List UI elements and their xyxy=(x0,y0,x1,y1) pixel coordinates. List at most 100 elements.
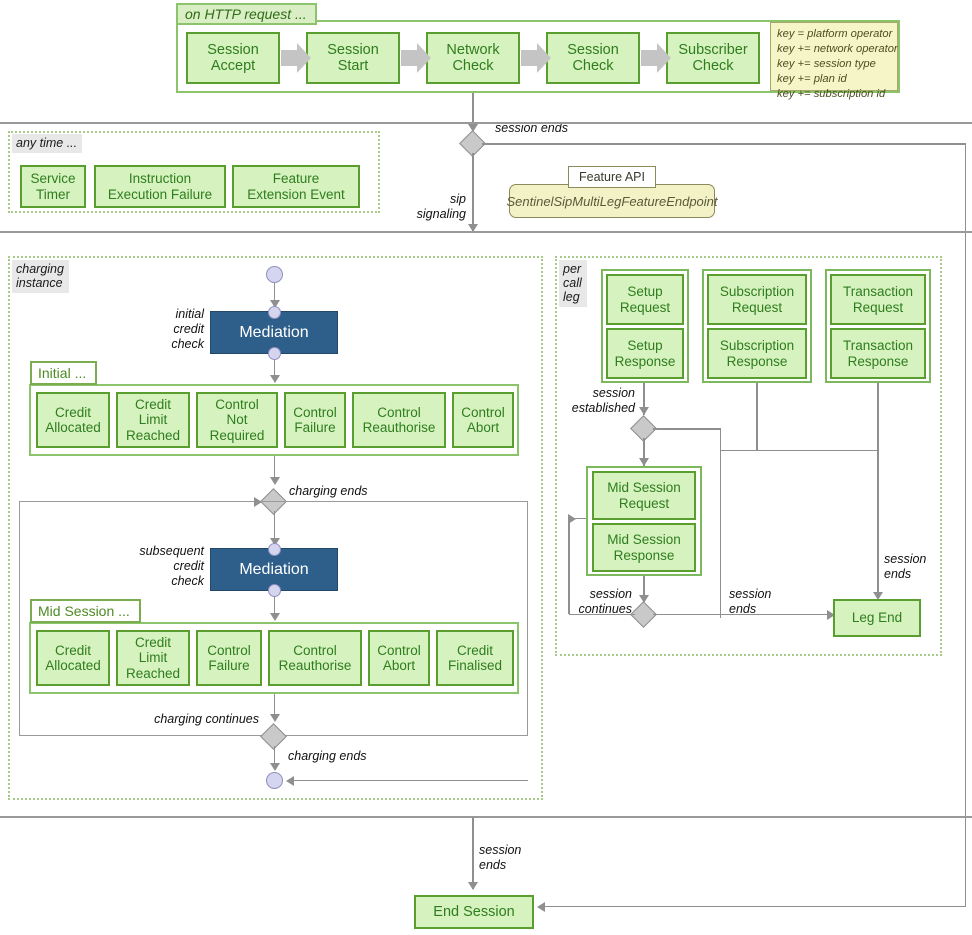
initial-control-failure[interactable]: Control Failure xyxy=(284,392,346,448)
flow-arrow-2 xyxy=(401,43,431,73)
callleg-mid-session-response[interactable]: Mid Session Response xyxy=(592,523,696,572)
edge-label-session-established: session established xyxy=(571,386,635,415)
connector-loop-return-h xyxy=(291,779,528,782)
callleg-leg-end[interactable]: Leg End xyxy=(833,599,921,637)
connector-midgroup-to-diamond xyxy=(273,694,276,720)
initial-credit-allocated[interactable]: Credit Allocated xyxy=(36,392,110,448)
connector-bottom-session-ends xyxy=(472,817,474,889)
arrowhead-bottom-session-ends xyxy=(468,882,478,890)
connector-diamond-to-midsession xyxy=(643,438,645,466)
callleg-mid-session-request[interactable]: Mid Session Request xyxy=(592,471,696,520)
mid-control-reauthorise[interactable]: Control Reauthorise xyxy=(268,630,362,686)
callleg-transaction-request[interactable]: Transaction Request xyxy=(830,274,926,325)
mediation-initial-out-pin xyxy=(268,347,281,360)
initial-control-not-required[interactable]: Control Not Required xyxy=(196,392,278,448)
arrowhead-mediation2-to-midgroup xyxy=(269,613,280,621)
charging-lane-label: charging instance xyxy=(12,260,69,293)
callleg-subscription-request[interactable]: Subscription Request xyxy=(707,274,807,325)
connector-subscription-down xyxy=(756,383,758,451)
key-note-line-5: key += subscription id xyxy=(777,87,886,100)
edge-label-session-ends-top: session ends xyxy=(495,121,568,135)
edge-label-session-continues: session continues xyxy=(578,587,632,616)
mid-credit-allocated[interactable]: Credit Allocated xyxy=(36,630,110,686)
anytime-lane-label-text: any time ... xyxy=(16,136,78,150)
step-session-check[interactable]: Session Check xyxy=(546,32,640,84)
arrowhead-start-to-mediation1 xyxy=(269,300,280,308)
mid-control-failure[interactable]: Control Failure xyxy=(196,630,262,686)
mediation-initial-in-pin xyxy=(268,306,281,319)
connector-start-to-mediation1 xyxy=(273,283,276,307)
divider-lane-2 xyxy=(0,231,972,233)
callleg-subscription-response[interactable]: Subscription Response xyxy=(707,328,807,379)
arrowhead-transaction-to-legend xyxy=(873,592,883,600)
connector-midsession-to-diamond xyxy=(643,576,645,602)
connector-continues-loop-v xyxy=(568,518,570,614)
mid-credit-finalised[interactable]: Credit Finalised xyxy=(436,630,514,686)
mediation-subsequent-in-pin xyxy=(268,543,281,556)
mediation-subsequent-out-pin xyxy=(268,584,281,597)
anytime-lane-frame xyxy=(8,131,380,213)
edge-label-charging-ends-bottom: charging ends xyxy=(288,749,367,763)
callleg-transaction-response[interactable]: Transaction Response xyxy=(830,328,926,379)
anytime-service-timer[interactable]: Service Timer xyxy=(20,165,86,208)
arrowhead-continues-to-legend xyxy=(827,609,835,620)
connector-established-right-v xyxy=(719,428,722,618)
end-session-box[interactable]: End Session xyxy=(414,895,534,929)
initial-control-abort[interactable]: Control Abort xyxy=(452,392,514,448)
edge-label-subsequent-credit-check: subsequent credit check xyxy=(139,544,204,588)
initial-credit-limit-reached[interactable]: Credit Limit Reached xyxy=(116,392,190,448)
arrowhead-midgroup-to-diamond xyxy=(269,714,280,722)
anytime-lane-label: any time ... xyxy=(12,134,83,153)
edge-label-sip-signaling: sip signaling xyxy=(416,192,466,221)
edge-label-charging-continues: charging continues xyxy=(154,712,259,726)
connector-continues-loop-h xyxy=(569,613,635,616)
divider-lane-1 xyxy=(0,122,972,124)
connector-top-to-diamond xyxy=(472,93,474,125)
feature-api-body: SentinelSipMultiLegFeatureEndpoint xyxy=(506,184,718,218)
flow-arrow-1 xyxy=(281,43,311,73)
step-session-accept[interactable]: Session Accept xyxy=(186,32,280,84)
mediation-subsequent[interactable]: Mediation xyxy=(210,548,338,591)
step-subscriber-check[interactable]: Subscriber Check xyxy=(666,32,760,84)
arrowhead-mediation1-to-initialgroup xyxy=(269,375,280,383)
mid-control-abort[interactable]: Control Abort xyxy=(368,630,430,686)
step-network-check[interactable]: Network Check xyxy=(426,32,520,84)
callleg-setup-request[interactable]: Setup Request xyxy=(606,274,684,325)
callleg-setup-response[interactable]: Setup Response xyxy=(606,328,684,379)
charging-lane-frame xyxy=(8,256,543,800)
flow-arrow-4 xyxy=(641,43,671,73)
edge-label-initial-credit-check: initial credit check xyxy=(171,307,204,351)
edge-label-session-ends-bottom: session ends xyxy=(479,843,522,872)
feature-api-tab: Feature API xyxy=(568,166,656,188)
edge-label-session-ends-mid: session ends xyxy=(729,587,772,616)
connector-diamond-to-mediation2 xyxy=(273,511,276,545)
connector-continues-loop-top xyxy=(568,517,586,520)
arrowhead-top-to-diamond xyxy=(468,124,478,132)
mid-credit-limit-reached[interactable]: Credit Limit Reached xyxy=(116,630,190,686)
key-note: key = platform operator key += network o… xyxy=(770,22,898,100)
callleg-lane-label: per call leg xyxy=(559,260,587,307)
flow-arrow-3 xyxy=(521,43,551,73)
connector-initialgroup-to-diamond xyxy=(273,456,276,482)
key-note-line-1: key = platform operator xyxy=(777,28,893,40)
arrowhead-sip-signaling xyxy=(468,224,478,232)
anytime-instruction-execution-failure[interactable]: Instruction Execution Failure xyxy=(94,165,226,208)
arrowhead-diamond-to-midsession xyxy=(639,458,649,466)
divider-lane-3 xyxy=(0,816,972,818)
arrowhead-diamond-to-endnode xyxy=(269,763,280,771)
connector-transaction-down xyxy=(877,383,879,598)
mid-session-group-tab: Mid Session ... xyxy=(30,599,141,623)
initial-control-reauthorise[interactable]: Control Reauthorise xyxy=(352,392,446,448)
key-note-line-4: key += plan id xyxy=(777,72,847,85)
anytime-feature-extension-event[interactable]: Feature Extension Event xyxy=(232,165,360,208)
connector-subscription-join xyxy=(719,449,878,452)
arrowhead-initialgroup-to-diamond xyxy=(269,477,280,485)
connector-session-ends-right-h xyxy=(482,143,966,145)
connector-session-ends-to-end-session xyxy=(541,905,966,908)
connector-session-ends-right-v xyxy=(964,143,967,907)
edge-label-session-ends-right: session ends xyxy=(884,552,927,581)
key-note-line-2: key += network operator xyxy=(777,42,898,55)
connector-mediation1-to-initialgroup xyxy=(273,360,276,382)
step-session-start[interactable]: Session Start xyxy=(306,32,400,84)
